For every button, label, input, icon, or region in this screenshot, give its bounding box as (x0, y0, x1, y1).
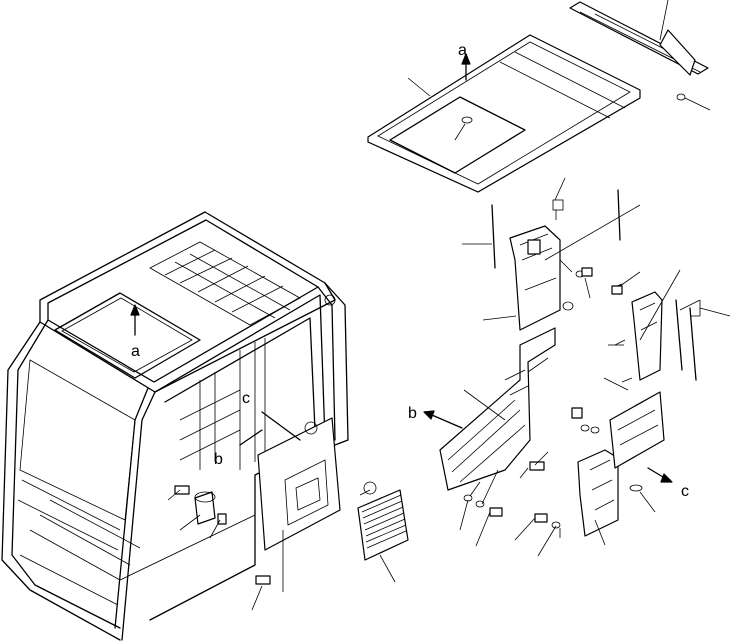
roof-panel (367, 34, 641, 193)
label-b-cab: b (214, 451, 223, 468)
direction-arrows (130, 53, 673, 483)
cab-frame (1, 211, 349, 641)
cab-bracket-hardware (174, 485, 271, 585)
left-pillar-trim (509, 199, 564, 331)
label-c-cab: c (242, 390, 250, 407)
rear-bracket (569, 1, 709, 101)
label-c-panel: c (681, 483, 689, 500)
lower-left-trim (439, 327, 556, 491)
label-a-cab: a (131, 343, 140, 360)
right-pillar-trim (611, 283, 663, 383)
louver-grille (357, 481, 409, 561)
label-a-top: a (458, 42, 467, 59)
reference-labels: a a c b b c (131, 42, 689, 500)
lower-right-trim (577, 391, 665, 537)
rod-right (617, 189, 697, 381)
leader-lines (167, 0, 731, 611)
label-b-panel: b (408, 405, 417, 422)
rod-left (491, 204, 496, 269)
fastener-set (463, 267, 643, 529)
